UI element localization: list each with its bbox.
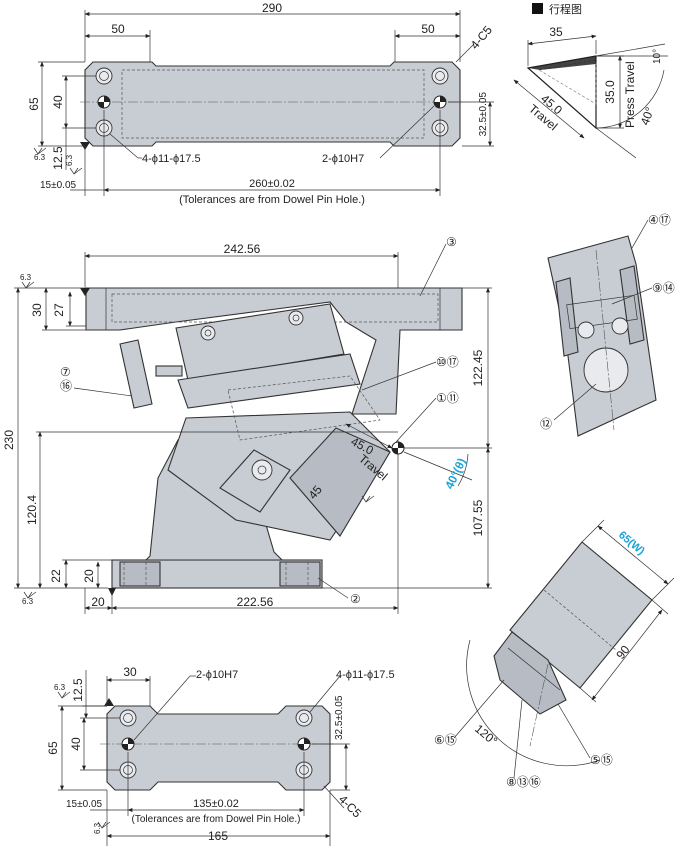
- stroke-angle-small: 10°: [652, 49, 663, 64]
- callout-1-11: ①⑪: [436, 391, 459, 405]
- bottom-mount-hole: [295, 709, 313, 727]
- tolerance-note-top: (Tolerances are from Dowel Pin Hole.): [179, 194, 365, 206]
- dim-32-5: 32.5±0.05: [478, 92, 489, 137]
- bottom-mount-hole: [119, 709, 137, 727]
- dim-20-v: 20: [82, 569, 96, 583]
- top-view: 290 50 50 4-C5 65 40 12.5 6.3 6.3 32.5±0…: [27, 1, 495, 206]
- callout-9-14: ⑨⑭: [652, 281, 675, 295]
- pivot-mark: [391, 441, 405, 455]
- chamfer-label: 4-C5: [468, 23, 496, 52]
- bottom-dim-15: 15±0.05: [66, 799, 103, 810]
- detail-b-jaw: [493, 631, 567, 715]
- detail-b: 65(W) 90 120° ⑥⑮ ⑧⑬⑯ ⑤⑮: [434, 519, 675, 789]
- stroke-diagram: 行程图 35 35.0 45.0 Travel Press Travel 10°…: [513, 3, 668, 159]
- stroke-angle-large: 40°: [638, 105, 657, 127]
- dim-15: 15±0.05: [40, 180, 77, 191]
- stroke-side: 35.0: [603, 80, 617, 104]
- callout-8-13-16: ⑧⑬⑯: [506, 775, 541, 789]
- top-dowel-hole: [433, 95, 447, 109]
- callout-10-17: ⑩⑰: [436, 355, 459, 369]
- roughness-mark: 6.3: [34, 153, 46, 162]
- callout-5-15: ⑤⑮: [590, 753, 613, 767]
- label-dowel-holes: 2-ϕ10H7: [322, 153, 364, 165]
- legend-label: 行程图: [549, 3, 582, 16]
- bottom-dim-12-5: 12.5: [71, 678, 85, 702]
- dim-65: 65: [27, 97, 41, 111]
- bottom-dim-40: 40: [69, 737, 83, 751]
- bottom-dowel-hole: [121, 737, 135, 751]
- bottom-plate: [106, 705, 331, 791]
- roughness-front-top: 6.3: [20, 273, 32, 282]
- upper-slide: [177, 353, 361, 409]
- bottom-dim-32-5: 32.5±0.05: [334, 695, 345, 740]
- dim-120-4: 120.4: [25, 495, 39, 525]
- handle: [119, 339, 153, 409]
- dim-50-left: 50: [111, 22, 125, 36]
- detail-a: ④⑰ ⑨⑭ ⑫: [540, 213, 675, 437]
- bottom-roughness-2: 6.3: [93, 822, 102, 834]
- top-mount-hole: [95, 67, 113, 85]
- roughness-mark-2: 6.3: [65, 154, 74, 166]
- bottom-chamfer: 4-C5: [336, 792, 365, 821]
- top-dowel-hole: [97, 95, 111, 109]
- dim-40: 40: [51, 95, 65, 109]
- callout-6-15: ⑥⑮: [434, 733, 457, 747]
- callout-4-17: ④⑰: [648, 213, 671, 227]
- dim-290: 290: [262, 1, 282, 15]
- bottom-dim-135: 135±0.02: [193, 798, 239, 810]
- roughness-front-bottom: 6.3: [22, 597, 34, 606]
- bottom-dowel-hole: [297, 737, 311, 751]
- detail-b-angle: 120°: [472, 722, 500, 749]
- front-angle: 40°(θ): [442, 456, 469, 491]
- dim-12-5: 12.5: [51, 146, 65, 170]
- legend-square: [532, 3, 543, 14]
- cam-arm: [219, 449, 291, 513]
- bottom-mount-label: 4-ϕ11-ϕ17.5: [336, 669, 395, 681]
- bottom-dim-165: 165: [208, 829, 228, 843]
- top-hidden-outline: [121, 69, 425, 139]
- callout-2: ②: [350, 592, 361, 606]
- bottom-dim-30: 30: [123, 665, 137, 679]
- dim-30: 30: [30, 303, 44, 317]
- bottom-dim-65: 65: [46, 741, 60, 755]
- callout-16: ⑯: [60, 379, 72, 393]
- dim-107-55: 107.55: [471, 499, 485, 536]
- bottom-view: 30 12.5 6.3 2-ϕ10H7 4-ϕ11-ϕ17.5 65 40 32…: [46, 665, 395, 846]
- stroke-top: 35: [549, 25, 563, 39]
- dim-222-56: 222.56: [237, 595, 274, 609]
- dim-230: 230: [2, 430, 16, 450]
- dim-27: 27: [52, 303, 66, 317]
- tolerance-note-bottom: (Tolerances are from Dowel Pin Hole.): [132, 814, 301, 825]
- dim-22: 22: [49, 569, 63, 583]
- dim-122-45: 122.45: [471, 349, 485, 386]
- top-bracket: [85, 287, 463, 415]
- dim-242-56: 242.56: [224, 242, 261, 256]
- label-mount-holes: 4-ϕ11-ϕ17.5: [142, 153, 201, 165]
- callout-3: ③: [446, 235, 457, 249]
- dim-260: 260±0.02: [249, 178, 295, 190]
- dim-20-h: 20: [91, 595, 105, 609]
- callout-12: ⑫: [540, 417, 552, 431]
- callout-7: ⑦: [60, 365, 71, 379]
- bottom-dowel-label: 2-ϕ10H7: [196, 669, 238, 681]
- dim-50-right: 50: [421, 22, 435, 36]
- top-mount-hole: [431, 67, 449, 85]
- top-plate: [84, 61, 461, 147]
- bottom-roughness: 6.3: [54, 683, 66, 692]
- stroke-press-travel: Press Travel: [623, 61, 637, 128]
- detail-b-length: 90: [613, 642, 632, 661]
- front-view: 242.56 230 6.3 30 27 120.4 22 20 6.3 20 …: [2, 235, 492, 614]
